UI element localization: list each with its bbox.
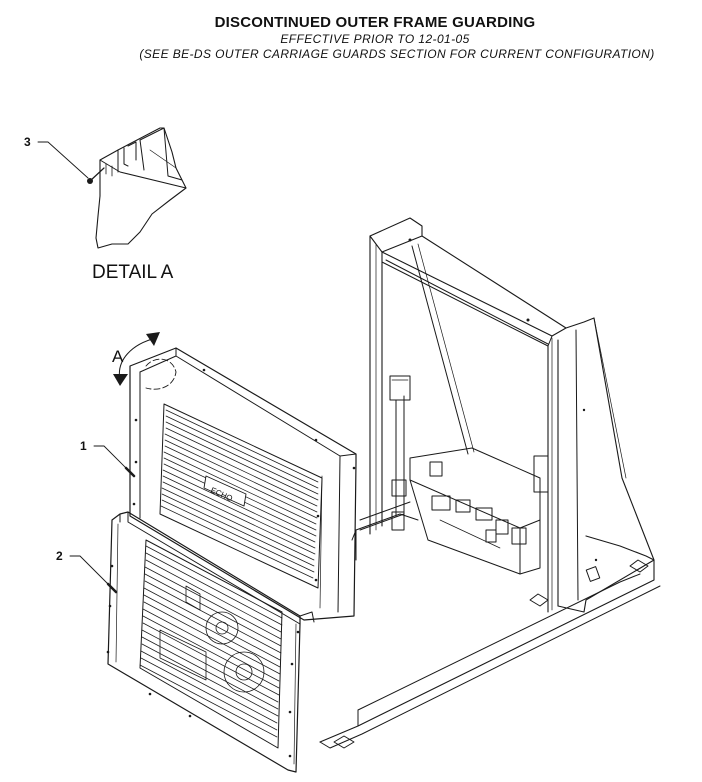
effective-date-text: EFFECTIVE PRIOR TO 12-01-05: [280, 32, 470, 46]
callout-2-label: 2: [56, 549, 63, 563]
detail-a-caption: DETAIL A: [92, 262, 174, 283]
drawing-title: DISCONTINUED OUTER FRAME GUARDING: [214, 14, 536, 31]
callout-1-label: 1: [80, 439, 87, 453]
callout-1-leader: [93, 445, 133, 475]
callout-3-label: 3: [24, 135, 31, 149]
detail-a-callout: A: [112, 332, 177, 390]
configuration-note: (SEE BE-DS OUTER CARRIAGE GUARDS SECTION…: [139, 47, 655, 61]
lower-guard-panel: 2: [56, 511, 315, 773]
arrow-head-icon: [113, 374, 128, 386]
outer-frame: [319, 217, 661, 749]
callout-3-leader: [37, 141, 89, 179]
drawing-header: DISCONTINUED OUTER FRAME GUARDING EFFECT…: [0, 14, 702, 61]
screw-icon: [87, 167, 105, 184]
detail-a-view: 3 DETAIL A: [24, 127, 187, 283]
arrow-head-icon: [146, 332, 160, 346]
detail-a-letter: A: [112, 347, 124, 366]
upper-guard-panel: ECHO 1: [80, 347, 357, 621]
callout-2-leader: [69, 555, 115, 591]
